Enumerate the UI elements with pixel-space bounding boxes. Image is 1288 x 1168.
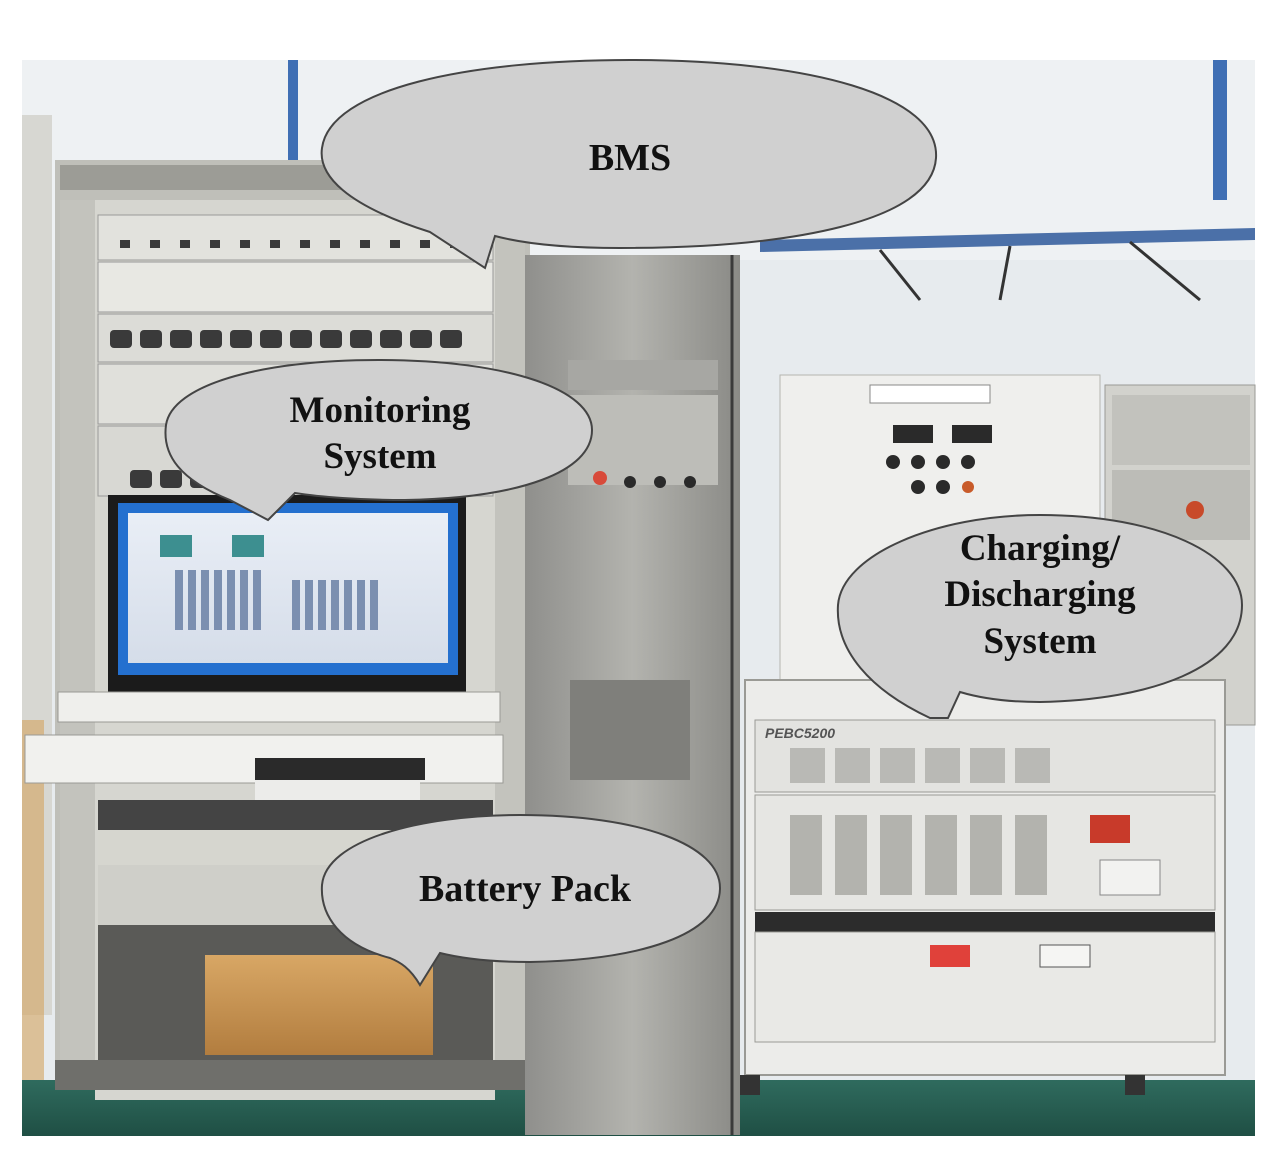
callout-bms: [320, 58, 938, 270]
overhead-rail: [760, 228, 1255, 302]
callout-charging: [836, 513, 1244, 719]
battery-pack-label: Battery Pack: [418, 868, 632, 910]
bms-label: BMS: [588, 137, 672, 179]
bms-cabinet: [525, 255, 740, 1135]
charger-model-label: PEBC5200: [765, 725, 835, 741]
monitor: [24, 495, 504, 802]
monitoring-system-label: Monitoring System: [289, 390, 471, 478]
charging-discharging-system-label: Charging/ Discharging System: [944, 528, 1136, 662]
callout-monitoring: [164, 358, 594, 522]
battery-pack-box: [205, 955, 433, 1055]
charging-discharging-equipment: PEBC5200: [740, 374, 1256, 1095]
callout-battery: [320, 813, 722, 987]
